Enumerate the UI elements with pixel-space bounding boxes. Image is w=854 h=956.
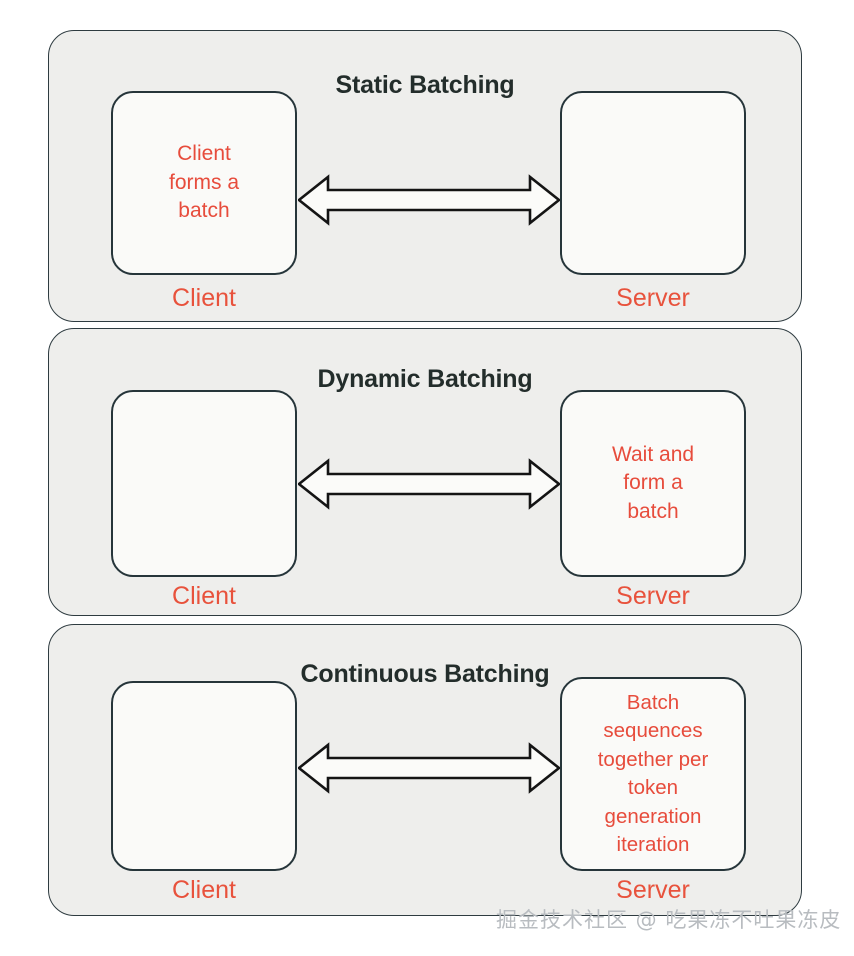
server-node-text: Batch sequences together per token gener… (597, 690, 709, 857)
panel-dynamic-batching: Dynamic Batching Wait and form a batch C… (48, 328, 802, 616)
server-label: Server (616, 582, 690, 610)
double-headed-arrow-icon (298, 740, 560, 796)
server-node: Wait and form a batch (560, 390, 746, 577)
client-label: Client (172, 284, 236, 312)
client-label: Client (172, 876, 236, 904)
panel-continuous-batching: Continuous Batching Batch sequences toge… (48, 624, 802, 916)
client-label: Client (172, 582, 236, 610)
server-node: Batch sequences together per token gener… (560, 677, 746, 871)
panel-title: Dynamic Batching (317, 364, 533, 393)
panel-static-batching: Static Batching Client forms a batch Cli… (48, 30, 802, 322)
client-node-text: Client forms a batch (168, 142, 239, 223)
panel-title: Continuous Batching (300, 659, 550, 688)
server-label: Server (616, 876, 690, 904)
client-node (111, 681, 297, 871)
server-label: Server (616, 284, 690, 312)
watermark-text: 掘金技术社区 @ 吃果冻不吐果冻皮 (496, 908, 842, 932)
client-node: Client forms a batch (111, 91, 297, 275)
double-headed-arrow-icon (298, 456, 560, 512)
panel-title: Static Batching (335, 70, 515, 99)
client-node (111, 390, 297, 577)
double-headed-arrow-icon (298, 172, 560, 228)
server-node (560, 91, 746, 275)
server-node-text: Wait and form a batch (611, 442, 695, 523)
